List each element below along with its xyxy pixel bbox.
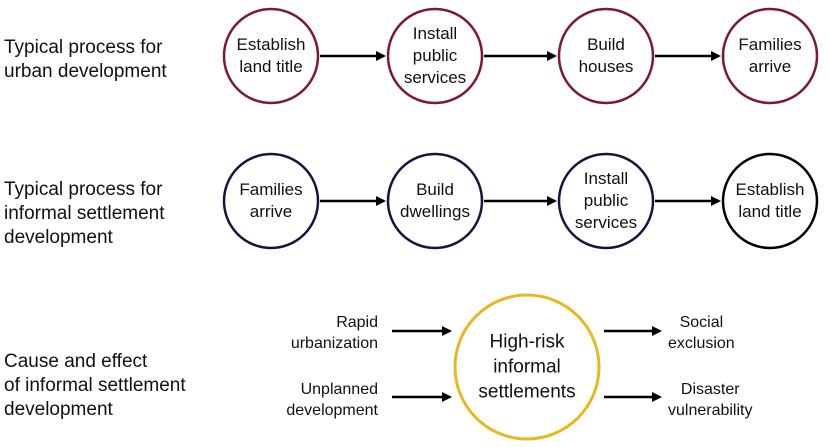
- urban-step-3-circle: [557, 7, 655, 105]
- informal-step-2-circle: [386, 152, 484, 250]
- urban-step-1-circle: [222, 7, 320, 105]
- effect-2-text: Disaster vulnerability: [668, 381, 753, 419]
- cause-1-text: Rapid urbanization: [290, 314, 378, 352]
- effect-1-text: Social exclusion: [668, 314, 735, 352]
- cause-2-text: Unplanned development: [286, 381, 378, 419]
- high-risk-circle: [453, 293, 601, 441]
- urban-step-1-text: Establish land title: [236, 35, 306, 76]
- informal-step-1-circle: [222, 152, 320, 250]
- urban-step-4-text: Families arrive: [738, 35, 802, 76]
- urban-step-2-circle: [386, 7, 484, 105]
- urban-row-label: Typical process for urban development: [4, 37, 167, 82]
- urban-step-4-circle: [721, 7, 819, 105]
- urban-step-3-text: Build houses: [578, 35, 634, 76]
- informal-step-2-text: Build dwellings: [400, 180, 470, 221]
- high-risk-text: High-risk informal settlements: [478, 331, 576, 403]
- urban-step-2-text: Install public services: [403, 24, 467, 87]
- informal-row-label: Typical process for informal settlement …: [4, 179, 165, 248]
- informal-step-3-circle: [557, 152, 655, 250]
- informal-step-1-text: Families arrive: [239, 180, 303, 221]
- informal-step-4-text: Establish land title: [735, 180, 805, 221]
- cause-effect-row-label: Cause and effect of informal settlement …: [4, 351, 186, 420]
- informal-step-3-text: Install public services: [574, 169, 638, 232]
- informal-step-4-circle: [721, 152, 819, 250]
